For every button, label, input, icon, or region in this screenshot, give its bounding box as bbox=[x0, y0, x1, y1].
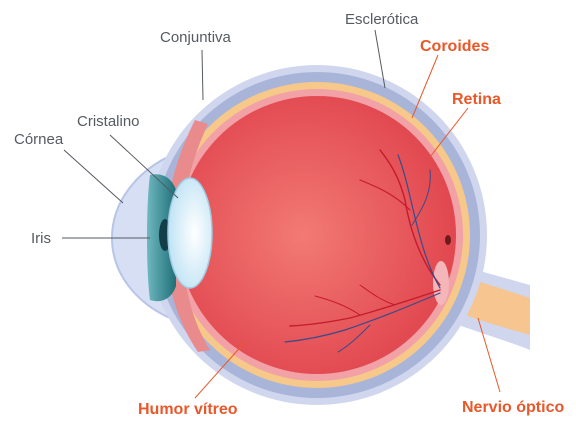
vitreous-humor bbox=[178, 96, 456, 374]
label-cornea: Córnea bbox=[14, 131, 64, 148]
optic-disc bbox=[433, 261, 449, 305]
label-coroides: Coroides bbox=[420, 38, 489, 55]
label-iris: Iris bbox=[31, 230, 51, 247]
leader-cornea bbox=[64, 150, 123, 203]
label-retina: Retina bbox=[452, 91, 501, 108]
label-nervio-optico: Nervio óptico bbox=[462, 399, 564, 416]
label-esclerotica: Esclerótica bbox=[345, 11, 419, 28]
leader-conjuntiva bbox=[202, 50, 203, 100]
label-conjuntiva: Conjuntiva bbox=[160, 29, 232, 46]
label-cristalino: Cristalino bbox=[77, 113, 140, 130]
label-humor-vitreo: Humor vítreo bbox=[138, 401, 238, 418]
fovea bbox=[445, 235, 451, 245]
